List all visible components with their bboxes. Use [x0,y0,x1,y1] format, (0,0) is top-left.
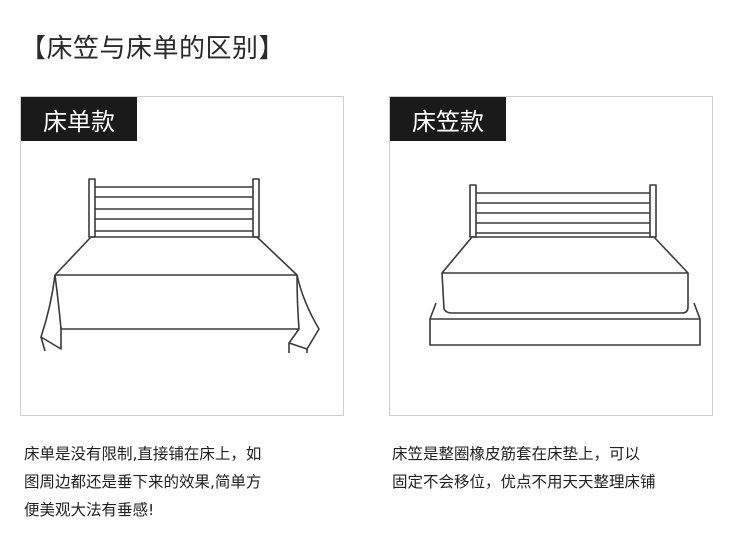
fitted-sheet-label: 床笠款 [390,97,506,141]
bed-with-fitted-sheet-icon [390,97,714,417]
description-line: 图周边都还是垂下来的效果,简单方 [24,468,344,496]
description-line: 床笠是整圈橡皮筋套在床垫上，可以 [392,440,712,468]
page-title: 【床笠与床单的区别】 [20,28,285,65]
description-line: 床单是没有限制,直接铺在床上，如 [24,440,344,468]
bed-with-flat-sheet-icon [21,97,345,417]
flat-sheet-label: 床单款 [21,97,137,141]
flat-sheet-description: 床单是没有限制,直接铺在床上，如 图周边都还是垂下来的效果,简单方 便美观大法有… [24,440,344,524]
description-line: 固定不会移位，优点不用天天整理床铺 [392,468,712,496]
flat-sheet-panel: 床单款 [20,96,344,416]
fitted-sheet-panel: 床笠款 [389,96,713,416]
fitted-sheet-description: 床笠是整圈橡皮筋套在床垫上，可以 固定不会移位，优点不用天天整理床铺 [392,440,712,496]
description-line: 便美观大法有垂感! [24,496,344,524]
